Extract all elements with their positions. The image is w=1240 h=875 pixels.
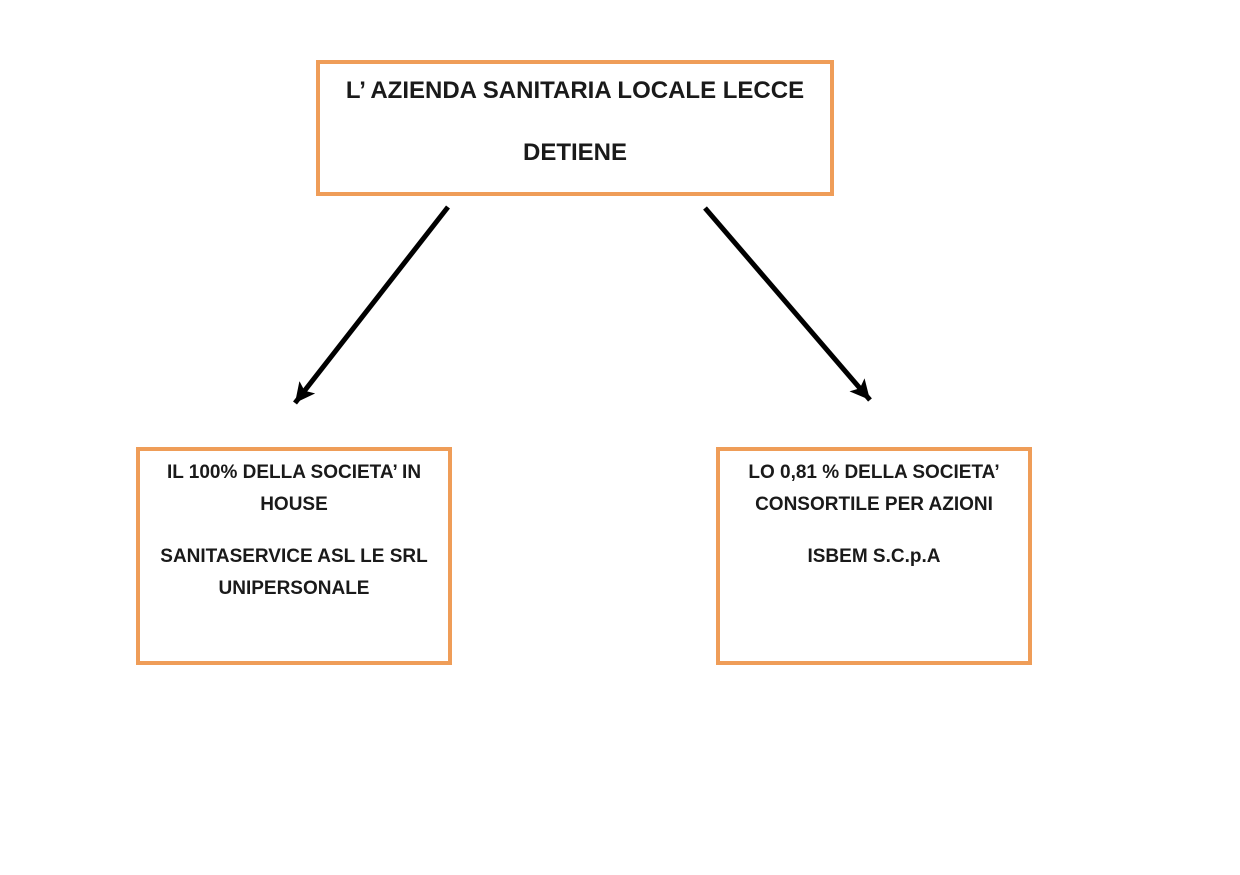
left-box-paragraph-1: IL 100% DELLA SOCIETA’ IN HOUSE <box>140 457 448 521</box>
left-box: IL 100% DELLA SOCIETA’ IN HOUSE SANITASE… <box>136 447 452 665</box>
root-box-subtitle: DETIENE <box>522 139 627 166</box>
arrow-to-right-box <box>703 206 872 402</box>
left-box-para2-line1: SANITASERVICE ASL LE SRL <box>160 546 428 567</box>
right-box-para2-line1: ISBEM S.C.p.A <box>807 546 941 567</box>
root-box: L’ AZIENDA SANITARIA LOCALE LECCE DETIEN… <box>316 60 834 196</box>
right-box-para1-line2: CONSORTILE PER AZIONI <box>755 494 993 515</box>
left-box-para1-line2: HOUSE <box>260 494 328 515</box>
right-box-paragraph-2: ISBEM S.C.p.A <box>720 541 1028 573</box>
left-box-paragraph-2: SANITASERVICE ASL LE SRL UNIPERSONALE <box>140 541 448 605</box>
left-box-para1-line1: IL 100% DELLA SOCIETA’ IN <box>166 462 422 483</box>
left-box-para2-line2: UNIPERSONALE <box>218 578 370 599</box>
right-box-para1-line1: LO 0,81 % DELLA SOCIETA’ <box>748 462 1000 483</box>
right-box: LO 0,81 % DELLA SOCIETA’ CONSORTILE PER … <box>716 447 1032 665</box>
root-box-title: L’ AZIENDA SANITARIA LOCALE LECCE <box>345 77 805 104</box>
right-box-paragraph-1: LO 0,81 % DELLA SOCIETA’ CONSORTILE PER … <box>720 457 1028 521</box>
arrow-to-left-box <box>293 205 450 405</box>
